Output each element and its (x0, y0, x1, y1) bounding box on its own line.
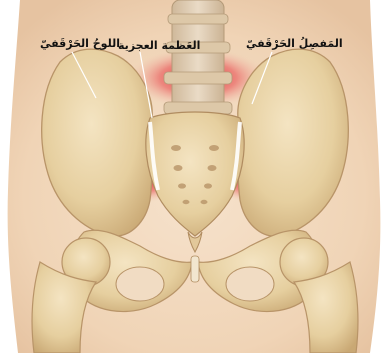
label-ilium: اللوحُ الحَرْقَفيّ (40, 38, 120, 49)
pubic-symphysis (191, 256, 199, 282)
left-obturator-foramen (116, 267, 164, 301)
lumbar-spine (164, 0, 232, 130)
label-sacroiliac-joint: المَفصِلُ الحَرْقَفيّ (246, 38, 343, 49)
right-obturator-foramen (226, 267, 274, 301)
label-sacrum: العَظمة العجزية (118, 40, 200, 51)
